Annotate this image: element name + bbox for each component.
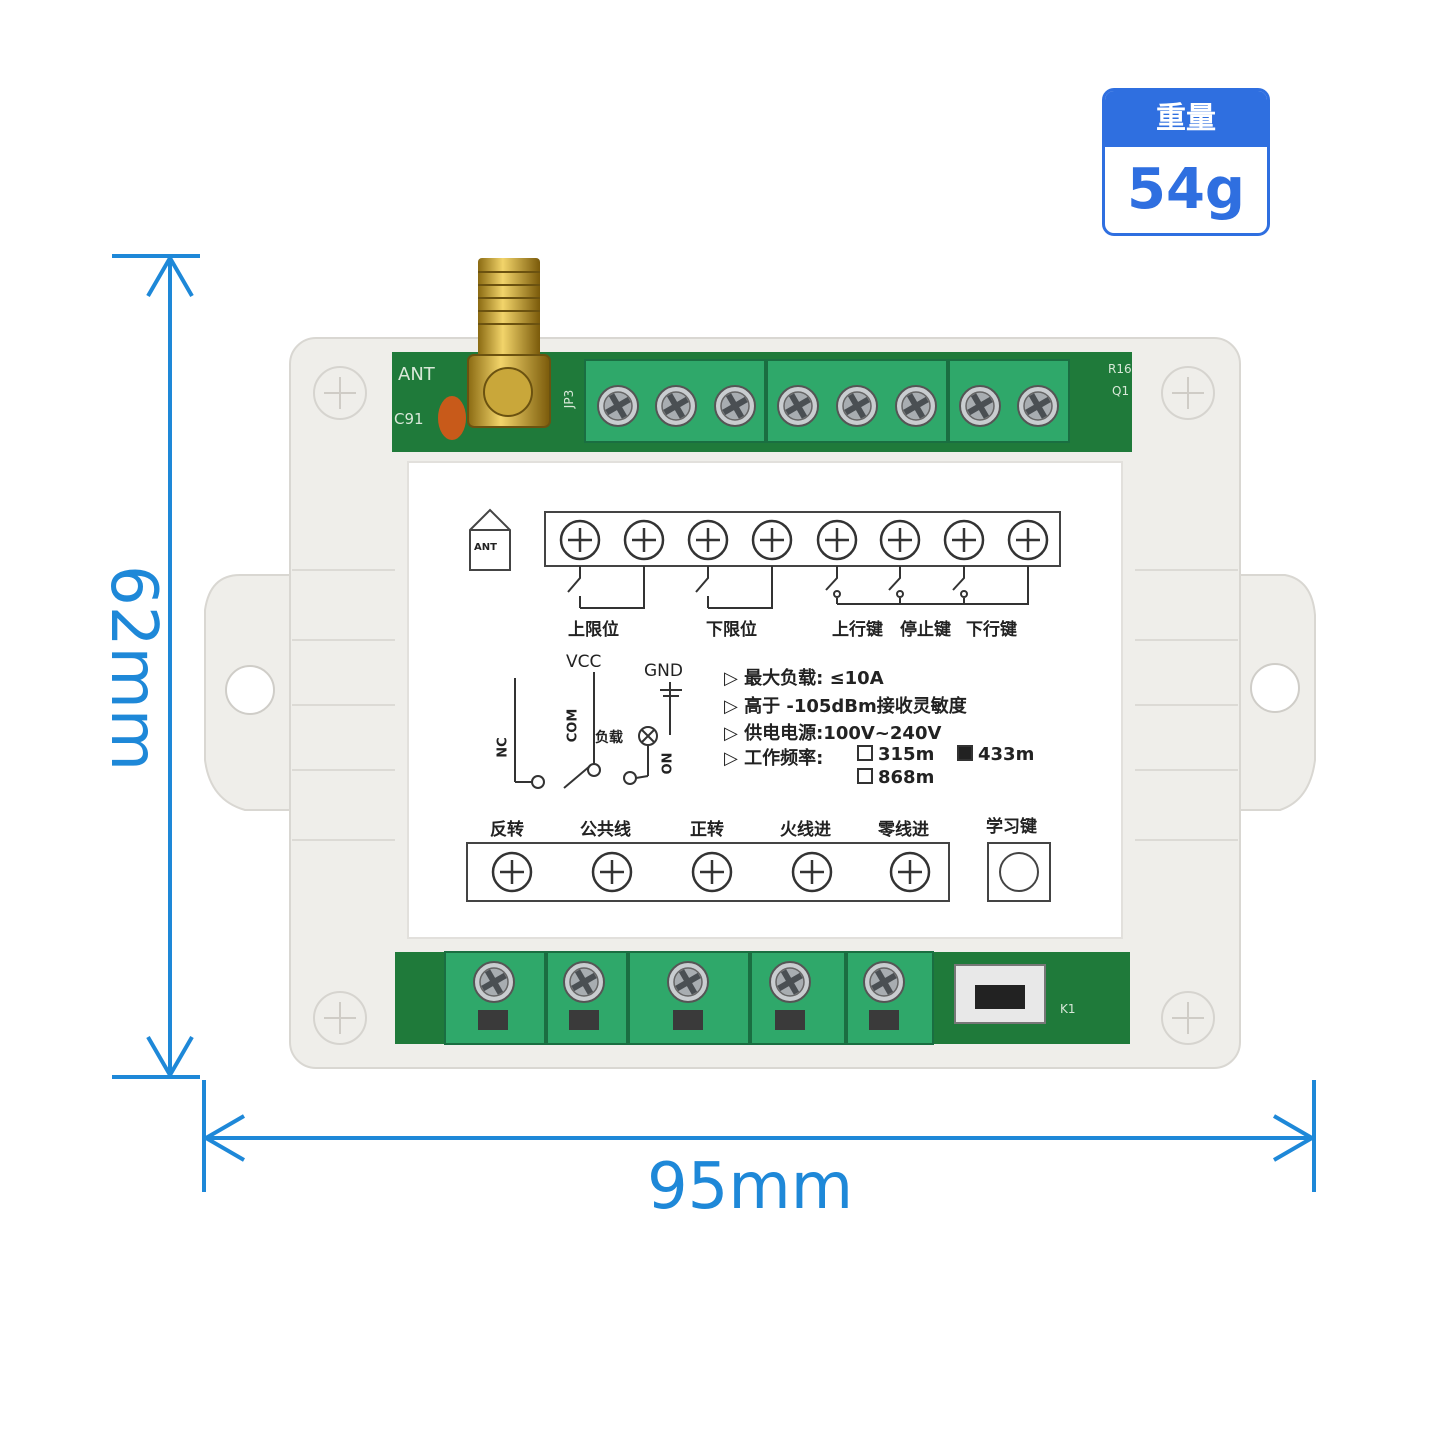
checkbox-868 bbox=[857, 768, 873, 784]
antenna-connector bbox=[467, 258, 551, 428]
spec-power: ▷ 供电电源:100V~240V bbox=[724, 723, 942, 744]
label-gnd: GND bbox=[644, 661, 683, 681]
label-no: NO bbox=[657, 752, 673, 775]
spec-max-load: ▷ 最大负载: ≤10A bbox=[724, 668, 884, 689]
label-live-in: 火线进 bbox=[780, 820, 831, 840]
spec-freq-868: 868m bbox=[878, 767, 935, 788]
label-up-key: 上行键 bbox=[832, 620, 883, 640]
capacitor bbox=[438, 396, 466, 440]
ant-icon bbox=[469, 508, 511, 571]
learn-key-circle bbox=[999, 852, 1039, 892]
pcb-mark-ant: ANT bbox=[398, 364, 435, 385]
limit-switch-symbols bbox=[567, 566, 1029, 609]
pcb-mark-k1: K1 bbox=[1060, 1002, 1076, 1016]
top-terminal-blocks bbox=[584, 359, 1070, 443]
label-common: 公共线 bbox=[580, 820, 631, 840]
mounting-ear-right bbox=[1237, 574, 1316, 811]
height-dimension-text: 62mm bbox=[96, 565, 170, 772]
label-stop-key: 停止键 bbox=[900, 620, 951, 640]
label-load: 负载 bbox=[595, 730, 623, 746]
width-dimension-line bbox=[202, 1080, 1316, 1192]
label-lower-limit: 下限位 bbox=[706, 620, 757, 640]
label-neutral-in: 零线进 bbox=[878, 820, 929, 840]
label-vcc: VCC bbox=[566, 652, 602, 672]
weight-label: 重量 bbox=[1105, 91, 1267, 147]
spec-freq-prefix: ▷ 工作频率: bbox=[724, 748, 824, 769]
mounting-ear-left bbox=[204, 574, 291, 811]
label-com: COM bbox=[565, 708, 581, 743]
housing-ribs bbox=[292, 569, 1238, 841]
pcb-mark-c91: C91 bbox=[394, 410, 424, 428]
checkbox-315 bbox=[857, 745, 873, 761]
height-dimension-line bbox=[112, 254, 200, 1079]
label-nc: NC bbox=[495, 737, 511, 758]
learn-switch-component bbox=[954, 964, 1046, 1024]
pcb-mark-q1: Q1 bbox=[1112, 384, 1130, 398]
spec-freq-433: 433m bbox=[978, 744, 1035, 765]
label-forward: 正转 bbox=[690, 820, 724, 840]
label-upper-limit: 上限位 bbox=[568, 620, 619, 640]
ant-label: ANT bbox=[474, 542, 497, 553]
label-reverse: 反转 bbox=[490, 820, 524, 840]
label-learn-key: 学习键 bbox=[986, 817, 1037, 837]
width-dimension-text: 95mm bbox=[646, 1150, 854, 1224]
bottom-screw-row bbox=[466, 842, 950, 902]
learn-key-box bbox=[987, 842, 1051, 902]
wiring-diagram bbox=[514, 672, 682, 789]
pcb-mark-r16: R16 bbox=[1108, 362, 1132, 376]
weight-value: 54g bbox=[1126, 157, 1245, 222]
label-down-key: 下行键 bbox=[966, 620, 1017, 640]
checkbox-433 bbox=[957, 745, 973, 761]
bottom-terminal-blocks bbox=[444, 951, 934, 1045]
top-screw-row bbox=[544, 511, 1061, 567]
spec-freq-315: 315m bbox=[878, 744, 935, 765]
pcb-mark-jp3: JP3 bbox=[562, 389, 577, 409]
weight-badge: 重量 54g bbox=[1102, 88, 1270, 236]
spec-sensitivity: ▷ 高于 -105dBm接收灵敏度 bbox=[724, 696, 967, 717]
